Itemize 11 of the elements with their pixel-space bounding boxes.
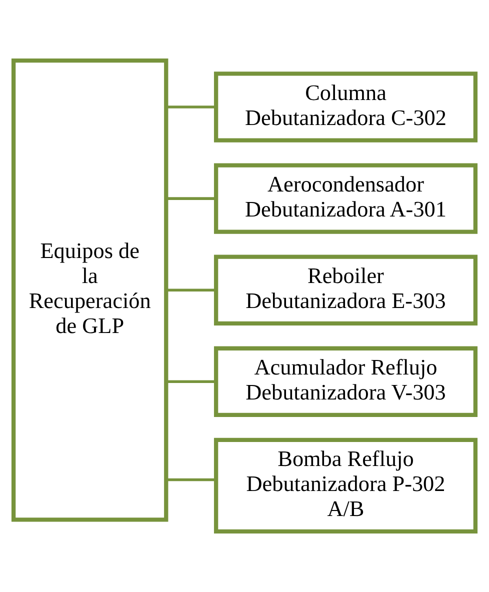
node-box: Equipos de la Recuperación de GLP [11, 58, 168, 522]
node-box: Aerocondensador Debutanizadora A-301 [214, 163, 478, 234]
node-box: Acumulador Reflujo Debutanizadora V-303 [214, 346, 478, 418]
connector [166, 197, 216, 200]
node-box: Reboiler Debutanizadora E-303 [214, 254, 478, 326]
node-box: Columna Debutanizadora C-302 [214, 72, 478, 142]
connector [166, 106, 216, 108]
connector [166, 288, 216, 292]
connector [166, 380, 216, 384]
connector [166, 478, 216, 482]
node-box: Bomba Reflujo Debutanizadora P-302 A/B [214, 438, 478, 534]
